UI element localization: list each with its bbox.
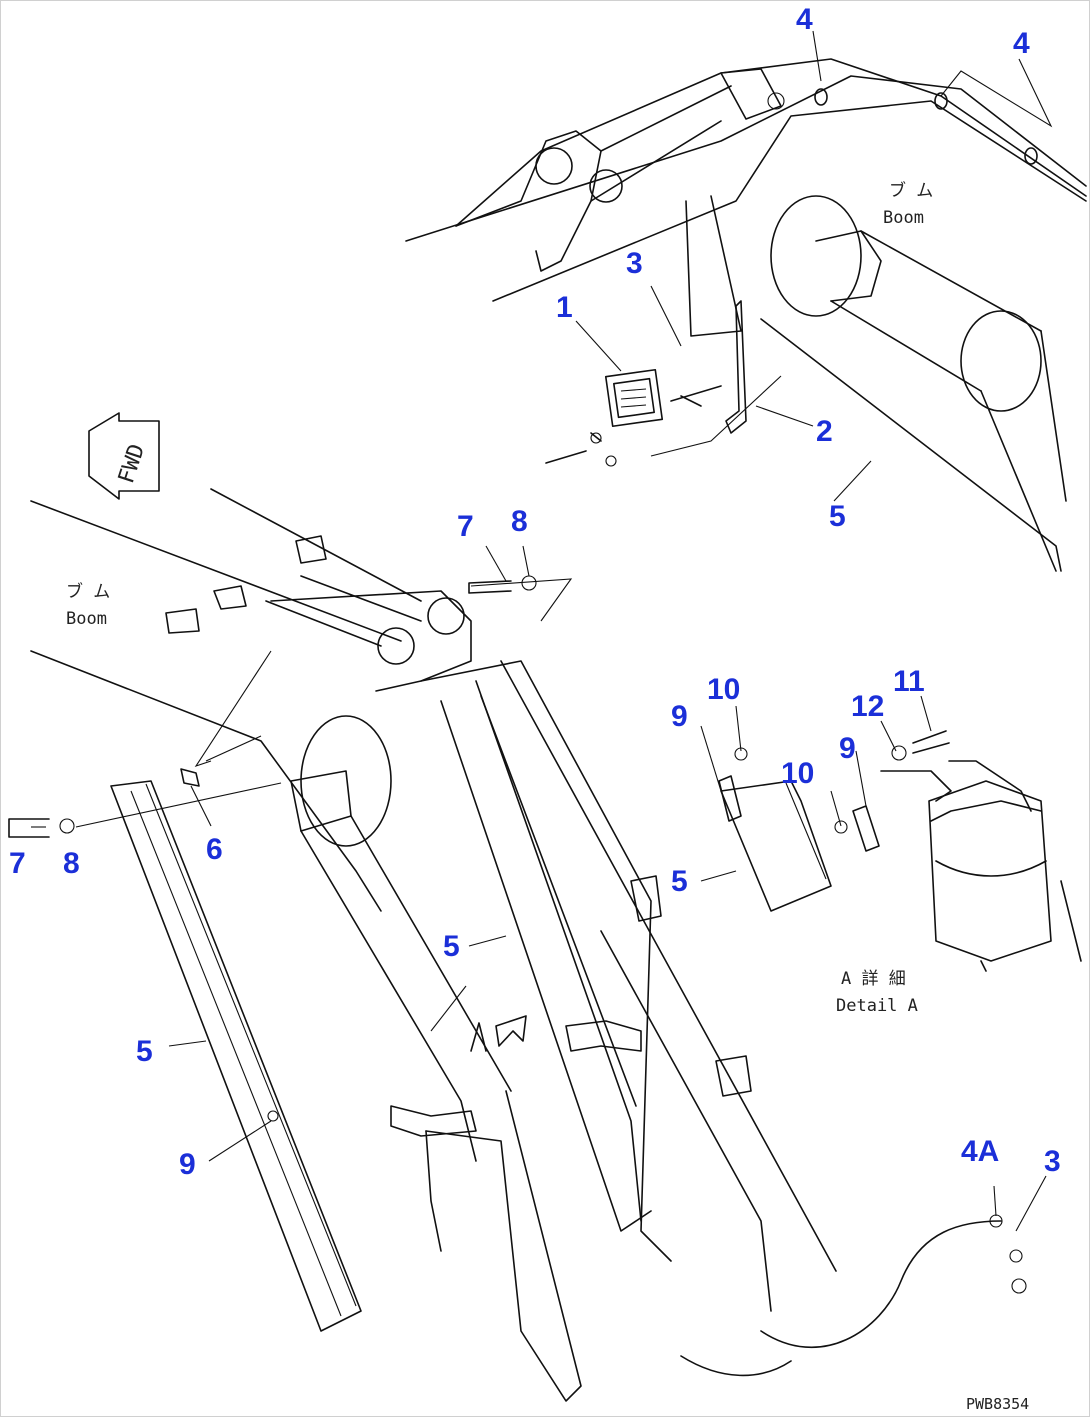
lower-assembly xyxy=(8,488,1027,1402)
callouts: 1 2 3 3 4 4 4A 5 5 5 5 6 7 7 8 8 9 9 9 1… xyxy=(9,3,1061,1181)
callout-9: 9 xyxy=(179,1148,196,1181)
callout-11: 11 xyxy=(893,665,925,698)
detail-a xyxy=(718,730,1082,972)
callout-9: 9 xyxy=(671,700,688,733)
note-boom-top-jp: ブ ム xyxy=(889,180,933,201)
work-lamp xyxy=(604,368,664,428)
callout-9: 9 xyxy=(839,732,856,765)
callout-12: 12 xyxy=(851,690,884,723)
callout-5: 5 xyxy=(443,930,460,963)
upper-assembly xyxy=(405,58,1087,572)
callout-5: 5 xyxy=(829,500,846,533)
note-boom-left-en: Boom xyxy=(66,609,107,629)
callout-1: 1 xyxy=(556,291,573,324)
callout-10: 10 xyxy=(707,673,740,706)
note-boom-top-en: Boom xyxy=(883,208,924,228)
note-boom-left-jp: ブ ム xyxy=(66,581,110,602)
callout-4a: 4A xyxy=(961,1135,999,1168)
callout-3: 3 xyxy=(1044,1145,1061,1178)
callout-6: 6 xyxy=(206,833,223,866)
callout-2: 2 xyxy=(816,415,833,448)
callout-10: 10 xyxy=(781,757,814,790)
callout-8: 8 xyxy=(63,847,80,880)
callout-7: 7 xyxy=(9,847,26,880)
callout-8: 8 xyxy=(511,505,528,538)
svg-text:FWD: FWD xyxy=(114,441,150,487)
callout-5: 5 xyxy=(671,865,688,898)
note-detail-en: Detail A xyxy=(836,996,918,1016)
callout-3: 3 xyxy=(626,247,643,280)
callout-5: 5 xyxy=(136,1035,153,1068)
drawing-code: PWB8354 xyxy=(966,1395,1029,1413)
lower-leaders xyxy=(31,545,1047,1232)
direction-arrow-icon xyxy=(495,1015,527,1047)
upper-leaders xyxy=(575,30,1053,502)
callout-7: 7 xyxy=(457,510,474,543)
callout-4: 4 xyxy=(796,3,813,36)
callout-4: 4 xyxy=(1013,27,1030,60)
fwd-arrow-icon: FWD xyxy=(88,412,160,500)
note-detail-jp: A 詳 細 xyxy=(841,969,906,989)
